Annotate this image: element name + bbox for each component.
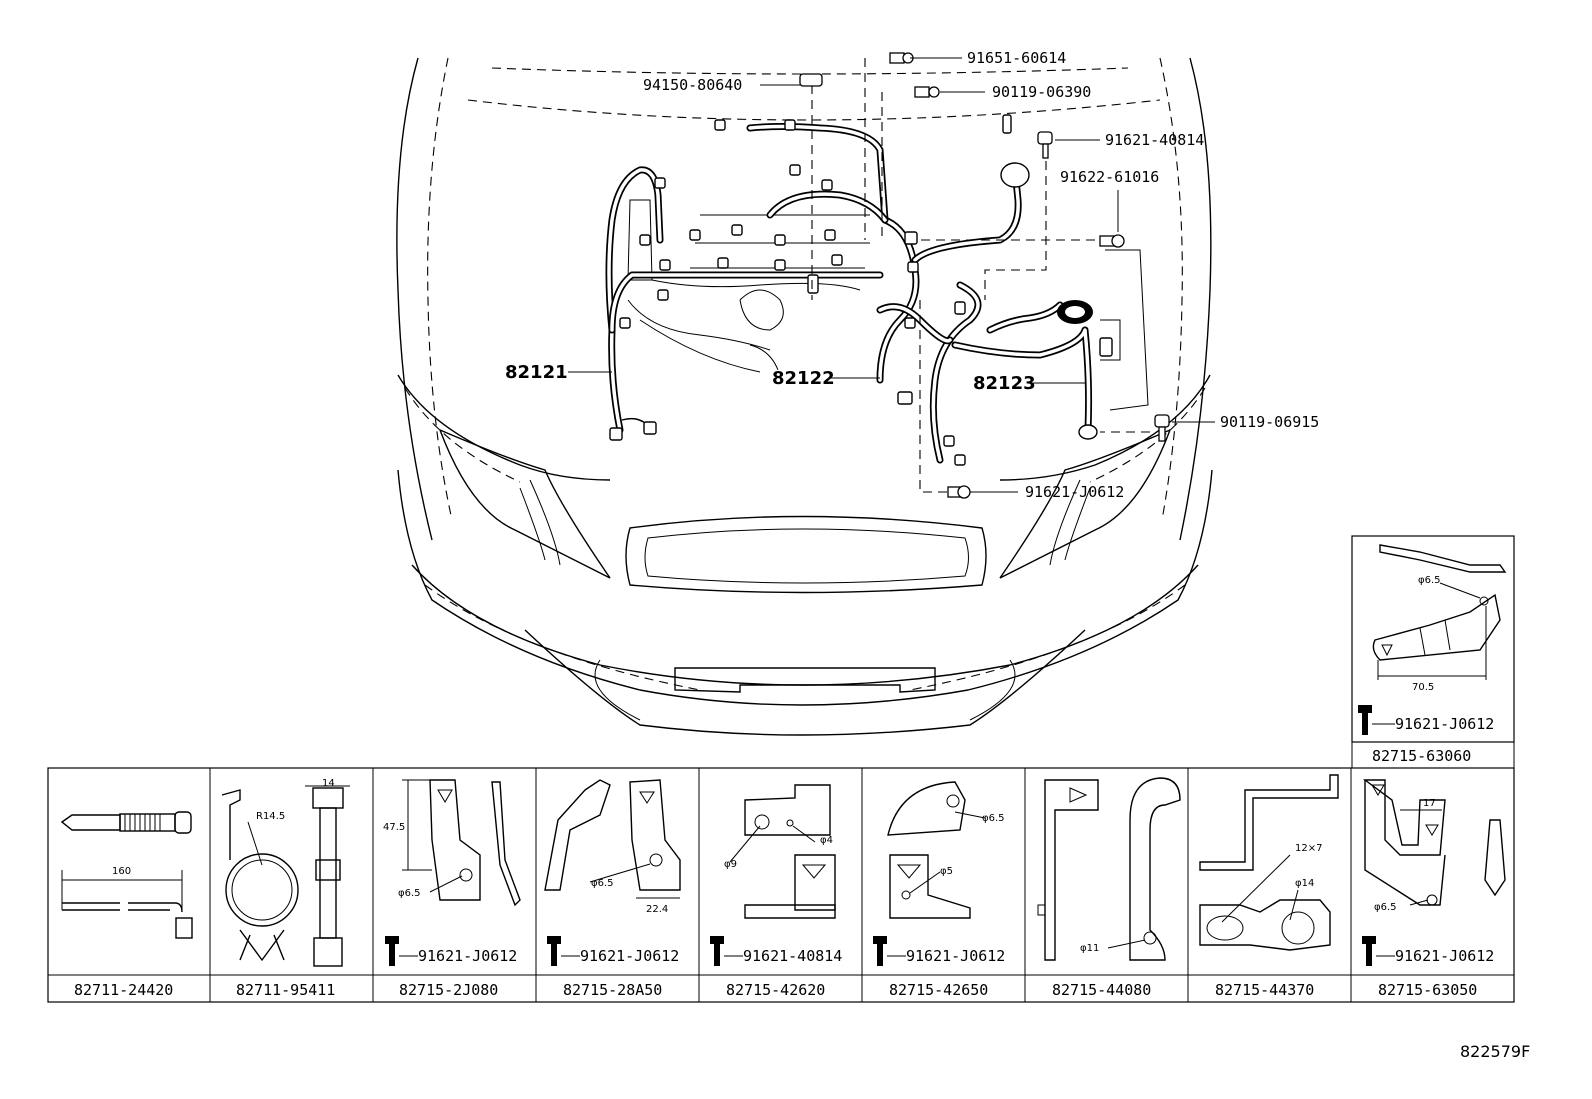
car-body-outline (396, 57, 1213, 736)
table-cell-82711-24420: 160 82711-24420 (60, 811, 193, 999)
dim-hole: φ6.5 (591, 878, 614, 889)
dim-radius: R14.5 (256, 811, 285, 822)
callout-94150-80640: 94150-80640 (643, 76, 742, 94)
part-number: 82715-28A50 (563, 981, 662, 999)
dim-slot: 12×7 (1295, 843, 1322, 854)
bolt-number: 91621-40814 (743, 947, 842, 965)
bolt-number: 91621-J0612 (580, 947, 679, 965)
dim-height: 47.5 (383, 822, 405, 833)
dim-width: 14 (322, 778, 335, 789)
part-number: 82715-44370 (1215, 981, 1314, 999)
harness-connectors (609, 114, 1113, 466)
side-box-82715-63060: φ6.5 70.5 91621-J0612 82715-63060 (1351, 535, 1515, 768)
callout-91621-40814: 91621-40814 (1105, 131, 1204, 149)
dim-hole: φ9 (724, 859, 737, 870)
harness-82121 (605, 166, 884, 434)
dim-hole-small: φ5 (940, 866, 953, 877)
part-number: 82715-44080 (1052, 981, 1151, 999)
table-cell-82715-44080: φ11 82715-44080 (1037, 777, 1181, 999)
dim-length: 160 (112, 866, 131, 877)
part-number: 82715-2J080 (399, 981, 498, 999)
callout-82122: 82122 (772, 368, 835, 389)
side-box-bolt: 91621-J0612 (1395, 715, 1494, 733)
dim-hole-small: φ4 (820, 835, 833, 846)
side-box-part: 82715-63060 (1372, 747, 1471, 765)
callout-91622-61016: 91622-61016 (1060, 168, 1159, 186)
table-cell-82715-28A50: φ6.5 22.4 91621-J0612 82715-28A50 (544, 779, 681, 999)
harness-82122 (746, 123, 1022, 464)
table-cell-82715-63050: 17 φ6.5 91621-J0612 82715-63050 (1362, 779, 1506, 999)
part-number: 82715-42620 (726, 981, 825, 999)
bolt-number: 91621-J0612 (1395, 947, 1494, 965)
diagram-id: 822579F (1460, 1042, 1530, 1061)
callout-82121: 82121 (505, 362, 568, 383)
table-cell-82715-44370: 12×7 φ14 82715-44370 (1199, 774, 1339, 999)
dim-width: 17 (1423, 798, 1436, 809)
bolt-number: 91621-J0612 (418, 947, 517, 965)
dim-hole: φ11 (1080, 943, 1099, 954)
callout-90119-06915: 90119-06915 (1220, 413, 1319, 431)
callout-82123: 82123 (973, 373, 1036, 394)
table-cell-82711-95411: R14.5 14 82711-95411 (221, 778, 350, 999)
part-number: 82711-24420 (74, 981, 173, 999)
callout-91651-60614: 91651-60614 (967, 49, 1066, 67)
table-cell-82715-42650: φ6.5 φ5 91621-J0612 82715-42650 (873, 781, 1005, 999)
part-number: 82715-42650 (889, 981, 988, 999)
dim-hole: φ14 (1295, 878, 1314, 889)
bolt-number: 91621-J0612 (906, 947, 1005, 965)
dashed-leaders (811, 58, 1150, 493)
callout-90119-06390: 90119-06390 (992, 83, 1091, 101)
dim-hole: φ6.5 (1418, 575, 1441, 586)
table-cell-82715-42620: φ9 φ4 91621-40814 82715-42620 (710, 784, 842, 999)
dim-hole: φ6.5 (398, 888, 421, 899)
dim-hole: φ6.5 (982, 813, 1005, 824)
callout-leaders (568, 57, 1215, 493)
bolt-icon (1358, 705, 1372, 735)
dim-hole: φ6.5 (1374, 902, 1397, 913)
callout-91621-J0612: 91621-J0612 (1025, 483, 1124, 501)
parts-table: 160 82711-24420 R14.5 14 82711-95411 (47, 767, 1515, 1003)
part-number: 82715-63050 (1378, 981, 1477, 999)
callout-labels: 91651-60614 94150-80640 90119-06390 9162… (505, 49, 1319, 501)
harness-82123 (951, 300, 1093, 434)
part-number: 82711-95411 (236, 981, 335, 999)
table-cell-82715-2J080: 47.5 φ6.5 91621-J0612 82715-2J080 (383, 779, 521, 999)
dim-width: 22.4 (646, 904, 668, 915)
bolt-icon (799, 52, 1170, 499)
dim-length: 70.5 (1412, 682, 1434, 693)
